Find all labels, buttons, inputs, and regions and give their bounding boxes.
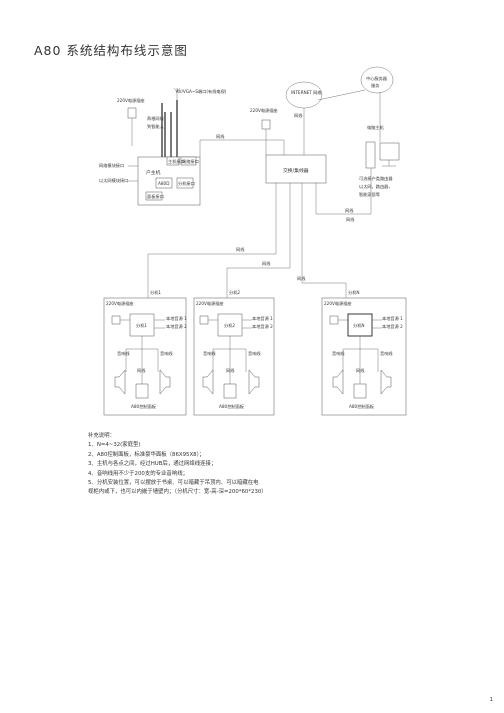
net-line-6: 网线 xyxy=(297,275,306,282)
av-antenna-label: AV/VGA~S端口(有线电视) xyxy=(176,88,227,95)
room2-ant-1: 本地音源 1 xyxy=(252,315,273,322)
room3-spk-a: 音响线 xyxy=(332,350,345,357)
note-line: 5、分机安装位置，可以摆放于书桌、可以暗藏于吊顶内、可以暗藏在电 xyxy=(88,480,259,487)
pc-desc-2: 以太网，路由器， xyxy=(359,183,393,190)
note-line: 1、N=4~32(家庭型) xyxy=(88,442,141,449)
server-cloud-bottom: 服务 xyxy=(371,82,380,89)
note-line: 2、A80控制面板，标准豪华面板（86X95X8）； xyxy=(88,451,205,458)
room-2 xyxy=(193,297,275,416)
switch-label: 交换/集线器 xyxy=(283,167,309,174)
room1-spk-a: 音响线 xyxy=(117,350,130,357)
room1-panel-line: 网线 xyxy=(137,367,146,374)
host-port-1: 主机接口 xyxy=(168,158,185,165)
net-line-3: 网线 xyxy=(345,207,354,214)
room2-power: 220V电源插座 xyxy=(196,300,224,307)
power-socket-top xyxy=(261,119,271,155)
room2-spk-a: 音响线 xyxy=(203,350,216,357)
room3-panel-line: 网线 xyxy=(356,367,365,374)
net-line-2: 网线 xyxy=(294,112,303,119)
switch-hub xyxy=(265,154,327,184)
antenna-icon xyxy=(173,87,181,100)
room3-ext: 分机N xyxy=(353,322,365,329)
note-line: 视柜内或下，也可以内嵌于墙壁内；（分机尺寸：宽-高-深=200*60*230） xyxy=(88,489,267,496)
room1-ant-2: 本地音源 2 xyxy=(166,323,187,330)
room3-power: 220V电源插座 xyxy=(324,300,352,307)
net-line-4: 网线 xyxy=(236,246,245,253)
room-3 xyxy=(321,297,407,416)
room3-spk-b: 音响线 xyxy=(380,350,393,357)
room1-ext: 分机1 xyxy=(136,322,147,329)
room1-spk-b: 音响线 xyxy=(160,350,173,357)
pass-in-label: 到智能入 xyxy=(147,123,165,130)
note-line: 4、音响线用不少于200支的专业音响线； xyxy=(88,470,188,477)
host-sub-2: 分机接口 xyxy=(178,180,195,187)
room3-line: 分机N xyxy=(348,289,360,296)
notes: 补充说明： 1、N=4~32(家庭型) 2、A80控制面板，标准豪华面板（86X… xyxy=(88,432,267,498)
note-line: 3、主机与各点之间，经过HUB后，通过网络线连接； xyxy=(88,461,217,468)
internet-cloud-icon xyxy=(285,81,323,109)
room2-spk-b: 音响线 xyxy=(248,350,261,357)
room-1 xyxy=(103,297,187,416)
pc-desc-3: 智能家居等 xyxy=(359,191,380,198)
room1-line: 分机1 xyxy=(150,289,161,296)
two-lines-label: 两根网线 xyxy=(147,115,165,122)
pc-icon xyxy=(365,141,400,169)
room2-ant-2: 本地音源 2 xyxy=(252,323,273,330)
net-line-7: 网线 xyxy=(346,216,355,223)
host-left-2: 以太网模块接口 xyxy=(99,177,128,184)
room3-panel: A80控制面板 xyxy=(349,403,375,410)
page-title: A80 系统结构布线示意图 xyxy=(34,43,188,58)
host-unit xyxy=(137,156,201,206)
page-number: 1 xyxy=(489,697,494,703)
pc-label: 电脑主机 xyxy=(367,124,385,131)
server-cloud-top: 中心服务器 xyxy=(366,75,388,82)
room1-ant-1: 本地音源 1 xyxy=(166,315,187,322)
net-line-5: 网线 xyxy=(262,260,271,267)
power-220-left-label: 220V电源插座 xyxy=(117,97,145,104)
server-cloud-icon xyxy=(360,66,394,94)
internet-label: INTERNET 网络 xyxy=(291,89,322,96)
power-socket-left xyxy=(127,107,137,146)
room2-ext: 分机2 xyxy=(224,322,235,329)
host-sub-1: A80D xyxy=(158,181,169,186)
room2-line: 分机2 xyxy=(229,289,240,296)
host-name: 户主机 xyxy=(146,169,161,176)
room2-panel: A80控制面板 xyxy=(219,403,245,410)
room3-ant-2: 本地音源 2 xyxy=(382,323,403,330)
room1-power: 220V电源插座 xyxy=(106,300,134,307)
host-left-1: 网络模块接口 xyxy=(99,162,124,169)
power-220-top-label: 220V电源插座 xyxy=(250,107,278,114)
room1-panel: A80控制面板 xyxy=(131,403,157,410)
host-sub-3: 面板接口 xyxy=(147,193,164,200)
host-port-2: 网络接口 xyxy=(182,158,199,165)
net-line-1: 网线 xyxy=(216,133,225,140)
room3-ant-1: 本地音源 1 xyxy=(382,315,403,322)
pc-desc-1: 可选接户类路由器 xyxy=(359,175,393,182)
note-line: 补充说明： xyxy=(88,433,115,439)
room2-panel-line: 网线 xyxy=(226,367,235,374)
